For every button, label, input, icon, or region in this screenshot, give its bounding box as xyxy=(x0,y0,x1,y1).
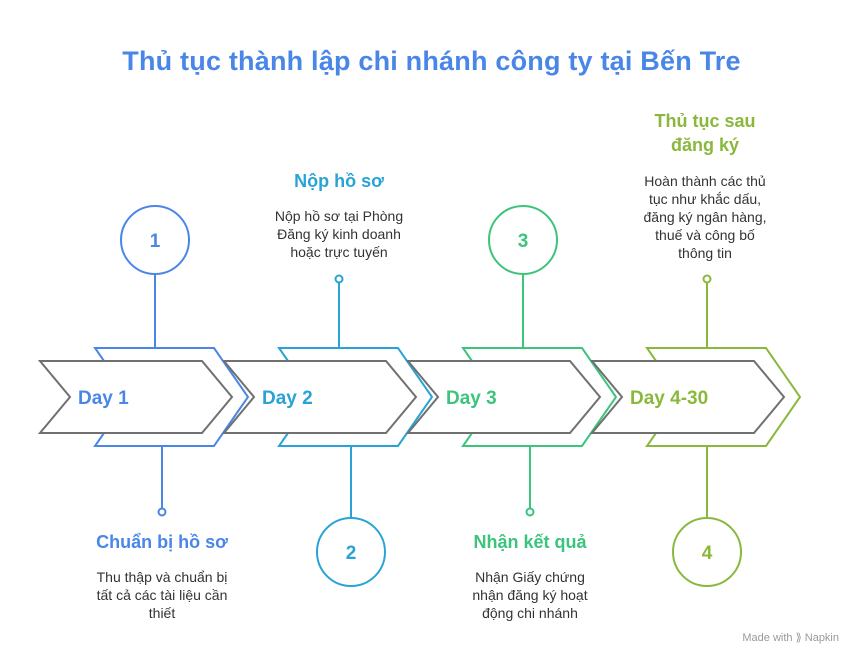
diagram-title: Thủ tục thành lập chi nhánh công ty tại … xyxy=(122,46,741,76)
step-4-desc-line: thông tin xyxy=(678,245,732,261)
step-2-desc-line: hoặc trực tuyến xyxy=(290,244,388,260)
napkin-credit: Made with ⟫ Napkin xyxy=(742,632,839,644)
step-3-circle xyxy=(488,205,558,275)
step-3-day-label: Day 3 xyxy=(446,388,497,409)
step-3-dot xyxy=(525,507,535,517)
step-2-graphics xyxy=(221,274,434,587)
step-4-title-line: đăng ký xyxy=(670,135,740,155)
step-4-dot xyxy=(702,274,712,284)
step-3-description: Nhận Giấy chứng nhận đăng ký hoạt động c… xyxy=(430,568,630,622)
step-1-number: 1 xyxy=(150,231,161,252)
step-4-circle xyxy=(672,517,742,587)
step-2-number: 2 xyxy=(346,543,357,564)
step-1-desc-line: Thu thập và chuẩn bị xyxy=(96,569,228,585)
step-4-desc-line: thuế và công bố xyxy=(655,227,755,243)
step-2-description: Nộp hồ sơ tại Phòng Đăng ký kinh doanh h… xyxy=(239,207,439,261)
step-1-desc-line: tất cả các tài liệu cần xyxy=(96,587,228,603)
step-3-title: Nhận kết quả xyxy=(473,532,587,552)
step-2-chevron xyxy=(221,360,418,434)
step-2-dot xyxy=(334,274,344,284)
step-1-day-label: Day 1 xyxy=(78,388,129,409)
step-2-circle xyxy=(316,517,386,587)
step-4-title-line: Thủ tục sau xyxy=(654,111,756,131)
step-4-day-label: Day 4-30 xyxy=(630,388,708,409)
step-4-title: Thủ tục sau đăng ký xyxy=(605,109,805,157)
step-3-graphics xyxy=(405,205,618,517)
step-4-desc-line: đăng ký ngân hàng, xyxy=(643,209,767,225)
step-2-desc-line: Nộp hồ sơ tại Phòng xyxy=(274,208,404,224)
step-2-title: Nộp hồ sơ xyxy=(294,171,384,191)
step-3-chevron xyxy=(405,360,602,434)
step-4-desc-line: tục như khắc dấu, xyxy=(648,191,762,207)
step-4-chevron xyxy=(589,360,786,434)
step-1-circle xyxy=(120,205,190,275)
step-4-graphics xyxy=(589,274,802,587)
step-2-day-label: Day 2 xyxy=(262,388,313,409)
step-1-title: Chuẩn bị hồ sơ xyxy=(96,532,228,552)
step-4-number: 4 xyxy=(702,543,713,564)
step-1-graphics xyxy=(37,205,250,517)
step-3-desc-line: động chi nhánh xyxy=(482,605,578,621)
step-1-chevron xyxy=(37,360,234,434)
step-4-desc-line: Hoàn thành các thủ xyxy=(644,173,766,189)
step-2-desc-line: Đăng ký kinh doanh xyxy=(277,226,401,242)
step-3-number: 3 xyxy=(518,231,529,252)
step-3-desc-line: Nhận Giấy chứng xyxy=(475,569,585,585)
step-1-description: Thu thập và chuẩn bị tất cả các tài liệu… xyxy=(62,568,262,622)
step-4-description: Hoàn thành các thủ tục như khắc dấu, đăn… xyxy=(605,172,805,262)
step-1-dot xyxy=(157,507,167,517)
step-3-desc-line: nhận đăng ký hoạt xyxy=(472,587,588,603)
step-1-desc-line: thiết xyxy=(148,605,176,621)
